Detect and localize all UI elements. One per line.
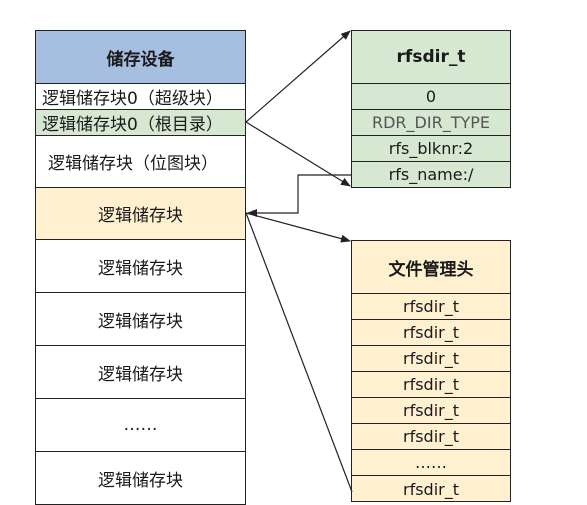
rfsdir-header: rfsdir_t (351, 30, 511, 84)
storage-block-bitmap: 逻辑储存块（位图块） (35, 135, 246, 188)
file-header-entry: rfsdir_t (351, 475, 511, 502)
file-header-entry: rfsdir_t (351, 319, 511, 346)
arrow-rootdir-to-rfsdir-bottom (245, 121, 351, 187)
storage-block: 逻辑储存块 (35, 345, 246, 399)
arrow-block-to-fileheader-bottom (245, 212, 353, 492)
storage-block: 逻辑储存块 (35, 239, 246, 293)
storage-block: 逻辑储存块 (35, 451, 246, 505)
arrow-block-to-fileheader-top (245, 212, 351, 243)
file-header-entry: rfsdir_t (351, 371, 511, 398)
diagram-canvas: 储存设备 逻辑储存块0（超级块） 逻辑储存块0（根目录） 逻辑储存块（位图块） … (35, 30, 511, 505)
storage-block-ellipsis: …… (35, 398, 246, 452)
file-header-title: 文件管理头 (351, 240, 511, 294)
rfsdir-field-type: RDR_DIR_TYPE (351, 109, 511, 136)
storage-block-highlighted: 逻辑储存块 (35, 187, 246, 240)
file-header-entry: rfsdir_t (351, 345, 511, 372)
storage-block: 逻辑储存块 (35, 292, 246, 346)
storage-device-header: 储存设备 (35, 30, 246, 84)
arrow-rootdir-to-rfsdir-top (245, 30, 351, 123)
file-header-entry-ellipsis: …… (351, 449, 511, 476)
rfsdir-field-name: rfs_name:/ (351, 161, 511, 188)
rfsdir-field-zero: 0 (351, 83, 511, 110)
file-header-entry: rfsdir_t (351, 293, 511, 320)
rfsdir-field-blknr: rfs_blknr:2 (351, 135, 511, 162)
file-header-entry: rfsdir_t (351, 423, 511, 450)
file-header-entry: rfsdir_t (351, 397, 511, 424)
storage-block-superblock: 逻辑储存块0（超级块） (35, 83, 246, 110)
storage-block-rootdir: 逻辑储存块0（根目录） (35, 109, 246, 136)
arrow-rfsname-to-block (247, 174, 351, 217)
